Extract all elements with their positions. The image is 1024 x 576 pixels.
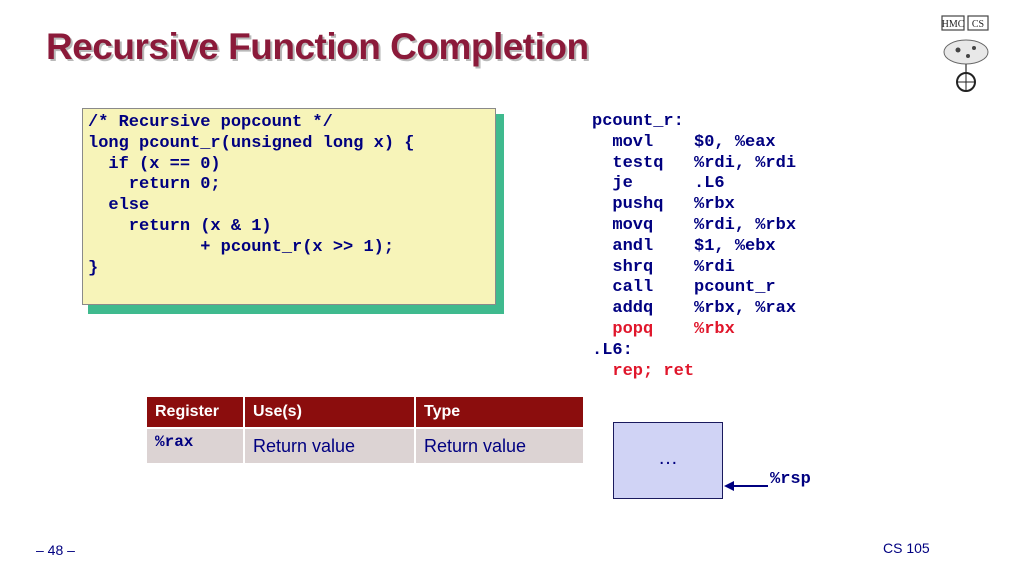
assembly-line: call pcount_r [592, 278, 776, 298]
register-table: Register Use(s) Type %rax Return value R… [147, 397, 583, 463]
register-table-header: Register Use(s) Type [147, 397, 583, 428]
header-uses: Use(s) [244, 397, 416, 428]
register-type: Return value [415, 427, 583, 463]
assembly-line: movq %rdi, %rbx [592, 215, 797, 235]
register-name: %rax [147, 427, 245, 463]
assembly-line: testq %rdi, %rdi [592, 153, 797, 173]
stack-frame-cell: … [613, 422, 723, 499]
header-type: Type [415, 397, 583, 428]
assembly-line: .L6: [592, 340, 633, 360]
assembly-listing: pcount_r: movl $0, %eax testq %rdi, %rdi… [592, 112, 796, 382]
svg-text:HMC: HMC [942, 19, 965, 30]
page-number: – 48 – [36, 542, 75, 558]
svg-text:CS: CS [972, 19, 984, 30]
course-label: CS 105 [883, 540, 930, 556]
table-row: %rax Return value Return value [147, 427, 583, 463]
assembly-line: shrq %rdi [592, 257, 735, 277]
assembly-line-highlighted: rep; ret [592, 361, 695, 381]
assembly-line: movl $0, %eax [592, 132, 776, 152]
assembly-line-highlighted: popq %rbx [592, 319, 735, 339]
left-arrow-icon [724, 481, 768, 491]
hmc-cs-logo-icon: HMC CS [941, 15, 989, 92]
assembly-line: pushq %rbx [592, 195, 735, 215]
header-register: Register [147, 397, 245, 428]
assembly-line: andl $1, %ebx [592, 236, 776, 256]
assembly-line: pcount_r: [592, 112, 684, 131]
c-source-code-box: /* Recursive popcount */ long pcount_r(u… [82, 108, 496, 305]
c-source-code: /* Recursive popcount */ long pcount_r(u… [88, 113, 415, 278]
slide-title: Recursive Function Completion [46, 26, 589, 67]
assembly-line: addq %rbx, %rax [592, 299, 797, 319]
assembly-line: je .L6 [592, 174, 725, 194]
rsp-pointer-label: %rsp [770, 470, 811, 489]
register-use: Return value [244, 427, 416, 463]
